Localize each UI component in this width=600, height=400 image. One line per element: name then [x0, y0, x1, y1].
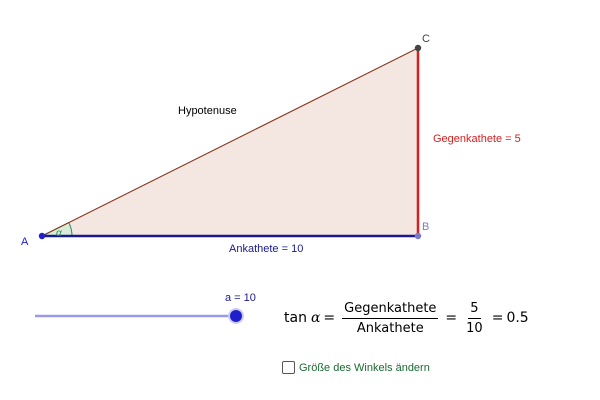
point-c-label: C	[422, 33, 430, 45]
point-b-label: B	[422, 221, 429, 233]
formula-den-value: 10	[466, 320, 483, 336]
formula-denominator: Ankathete	[356, 320, 424, 336]
angle-alpha-label: α	[56, 228, 62, 239]
adjacent-label: Ankathete = 10	[229, 243, 303, 255]
formula-equals-3: =	[491, 310, 504, 326]
formula-ratio-fraction: Gegenkathete Ankathete	[342, 301, 439, 336]
formula-result: 0.5	[506, 310, 529, 326]
change-angle-checkbox-row[interactable]: Größe des Winkels ändern	[282, 361, 430, 374]
formula-numerator: Gegenkathete	[342, 301, 439, 319]
slider-label: a = 10	[225, 292, 256, 304]
point-c[interactable]	[414, 44, 422, 52]
hypotenuse-segment[interactable]	[41, 47, 419, 237]
formula-tan: tan	[284, 310, 307, 326]
hypotenuse-label: Hypotenuse	[178, 105, 237, 117]
slider-knob[interactable]	[230, 310, 242, 322]
formula-value-fraction: 5 10	[464, 301, 485, 336]
point-a[interactable]	[38, 232, 46, 240]
formula-alpha: α	[310, 310, 321, 326]
change-angle-checkbox-label: Größe des Winkels ändern	[299, 361, 430, 374]
opposite-label: Gegenkathete = 5	[433, 133, 521, 145]
tangent-formula: tan α = Gegenkathete Ankathete = 5 10 = …	[284, 298, 529, 338]
formula-num-value: 5	[468, 301, 481, 319]
change-angle-checkbox[interactable]	[282, 361, 295, 374]
formula-equals-1: =	[323, 310, 336, 326]
point-a-label: A	[21, 236, 29, 248]
formula-equals-2: =	[445, 310, 458, 326]
point-b[interactable]	[414, 232, 422, 240]
